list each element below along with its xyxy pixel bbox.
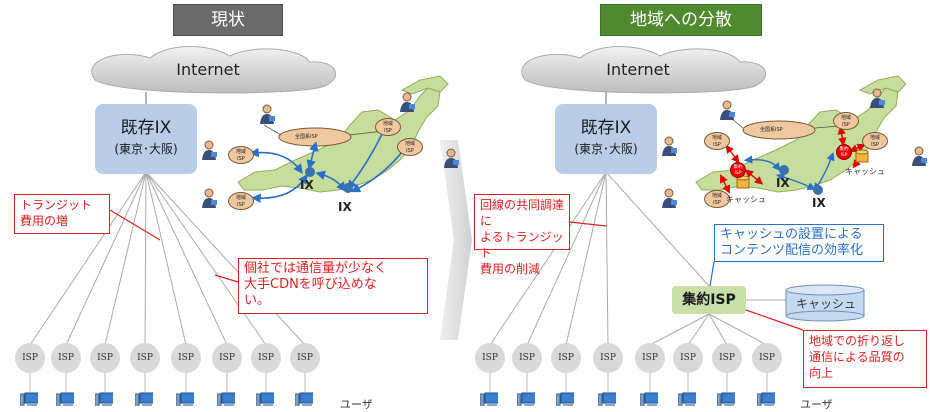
pc-icon <box>717 392 735 406</box>
pc-icon <box>480 392 498 406</box>
callout-joint-procurement: 回線の共同調達に よるトランジット 費用の削減 <box>474 194 570 276</box>
right-fan-lines <box>489 171 786 346</box>
regional-isp: 地域 ISP <box>397 138 423 156</box>
isp-node: ISP <box>130 343 160 373</box>
isp-node: ISP <box>90 343 120 373</box>
isp-node: ISP <box>475 343 505 373</box>
user-person-icon <box>444 148 459 168</box>
ix-map-label: IX <box>812 196 826 210</box>
pc-icon <box>95 392 113 406</box>
ix-map-label: IX <box>776 176 790 190</box>
ix-location: (東京･大阪) <box>114 142 178 156</box>
internet-cloud-right <box>521 46 767 94</box>
internet-cloud-left <box>91 46 337 94</box>
ix-label: 既存IX <box>120 118 172 138</box>
pc-icon <box>176 392 194 406</box>
user-label: ユーザ <box>340 398 373 411</box>
isp-node: ISP <box>51 343 81 373</box>
pc-icon <box>295 392 313 406</box>
pc-icon <box>217 392 235 406</box>
isp-node: ISP <box>512 343 542 373</box>
user-person-icon <box>662 136 677 156</box>
isp-node: ISP <box>752 343 782 373</box>
isp-node: ISP <box>290 343 320 373</box>
pc-icon <box>517 392 535 406</box>
pc-icon <box>678 392 696 406</box>
regional-isp: 地域 ISP <box>375 118 401 136</box>
aggregate-isp: 集約ISP <box>672 286 746 314</box>
map-cache-label: キャッシュ <box>845 167 885 176</box>
pc-icon <box>598 392 616 406</box>
isp-node: ISP <box>673 343 703 373</box>
left-title: 現状 <box>173 4 283 36</box>
national-isp-label: 全国系ISP <box>295 134 318 140</box>
right-title: 地域への分散 <box>600 4 762 36</box>
aggregate-isp-map: 集約 ISP <box>836 144 852 160</box>
isp-node: ISP <box>712 343 742 373</box>
user-person-icon <box>720 100 735 120</box>
map-cache-label: キャッシュ <box>726 195 766 204</box>
isp-node: ISP <box>212 343 242 373</box>
transition-chevron <box>440 140 472 340</box>
right-internet-label: Internet <box>606 60 670 79</box>
callout-transit-cost: トランジット 費用の増 <box>14 194 110 234</box>
pc-icon <box>556 392 574 406</box>
regional-isp: 地域 ISP <box>228 146 254 164</box>
regional-isp: 地域 ISP <box>833 112 859 130</box>
left-fan-lines <box>29 171 306 346</box>
right-ix-box: 既存IX (東京･大阪) <box>555 104 657 174</box>
regional-isp: 地域 ISP <box>228 192 254 210</box>
left-internet-label: Internet <box>176 60 240 79</box>
ix-location: (東京･大阪) <box>574 142 638 156</box>
user-person-icon <box>202 140 217 160</box>
isp-node: ISP <box>593 343 623 373</box>
pc-icon <box>135 392 153 406</box>
ix-map-label: IX <box>300 178 314 192</box>
aggregate-isp-map: 集約 ISP <box>730 162 746 178</box>
ix-map-label: IX <box>338 200 352 214</box>
left-ix-box: 既存IX (東京･大阪) <box>95 104 197 174</box>
pc-icon <box>256 392 274 406</box>
pc-icon <box>640 392 658 406</box>
callout-cache-efficiency: キャッシュの設置による コンテンツ配信の効率化 <box>714 224 884 262</box>
regional-isp: 地域 ISP <box>862 132 888 150</box>
isp-node: ISP <box>171 343 201 373</box>
user-label: ユーザ <box>800 398 833 411</box>
national-isp-label: 全国系ISP <box>760 127 783 133</box>
isp-node: ISP <box>15 343 45 373</box>
isp-node: ISP <box>551 343 581 373</box>
cache-label: キャッシュ <box>796 297 857 311</box>
pc-icon <box>757 392 775 406</box>
regional-isp: 地域 ISP <box>704 132 730 150</box>
regional-isp: 地域 ISP <box>704 190 730 208</box>
user-person-icon <box>662 188 677 208</box>
isp-node: ISP <box>635 343 665 373</box>
callout-local-quality: 地域での折り返し 通信による品質の 向上 <box>803 330 927 388</box>
pc-icon <box>20 392 38 406</box>
callout-cdn: 個社では通信量が少なく 大手CDNを呼び込めな い。 <box>238 258 428 314</box>
isp-node: ISP <box>251 343 281 373</box>
user-person-icon <box>400 92 415 112</box>
user-person-icon <box>260 104 275 124</box>
ix-label: 既存IX <box>580 118 632 138</box>
user-person-icon <box>202 188 217 208</box>
user-person-icon <box>912 146 927 166</box>
user-person-icon <box>870 88 885 108</box>
cache-cylinder <box>785 284 865 322</box>
pc-icon <box>56 392 74 406</box>
